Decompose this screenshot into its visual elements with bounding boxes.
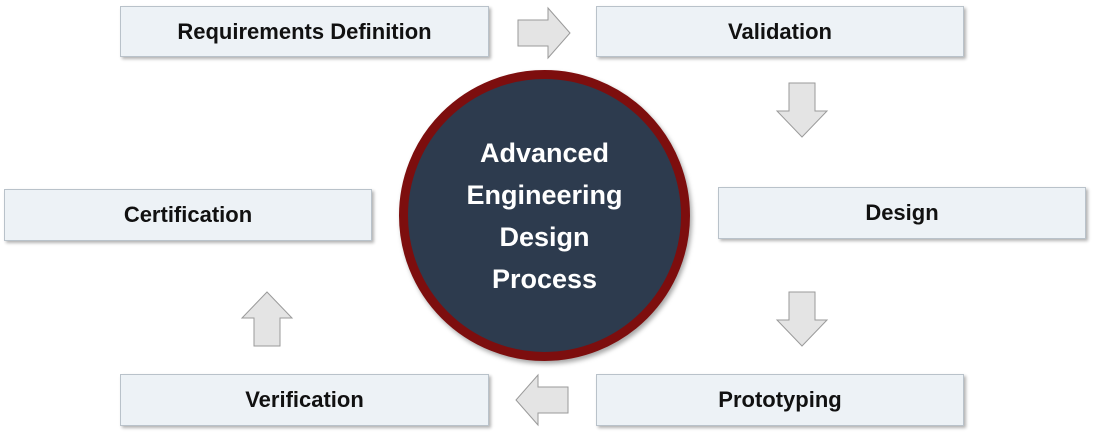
step-label: Design [865,200,939,225]
arrow-down-icon [775,82,829,138]
step-label: Verification [245,387,364,412]
step-label: Certification [123,202,253,227]
arrow-left-icon [515,373,569,427]
step-requirements-definition: Requirements Definition [120,6,489,57]
step-label: Validation [728,18,832,44]
step-design: Design [718,187,1086,239]
step-validation: Validation [596,6,964,57]
arrow-right-icon [517,6,571,60]
arrow-up-icon [240,291,294,347]
step-label: Requirements Definition [177,18,432,44]
step-label: Prototyping [718,387,842,412]
step-verification: Verification [120,374,489,426]
step-certification: Certification [4,189,372,241]
step-prototyping: Prototyping [596,374,964,426]
center-title: Advanced Engineering Design Process [466,137,623,294]
center-circle: Advanced Engineering Design Process [399,70,690,361]
arrow-down-icon [775,291,829,347]
